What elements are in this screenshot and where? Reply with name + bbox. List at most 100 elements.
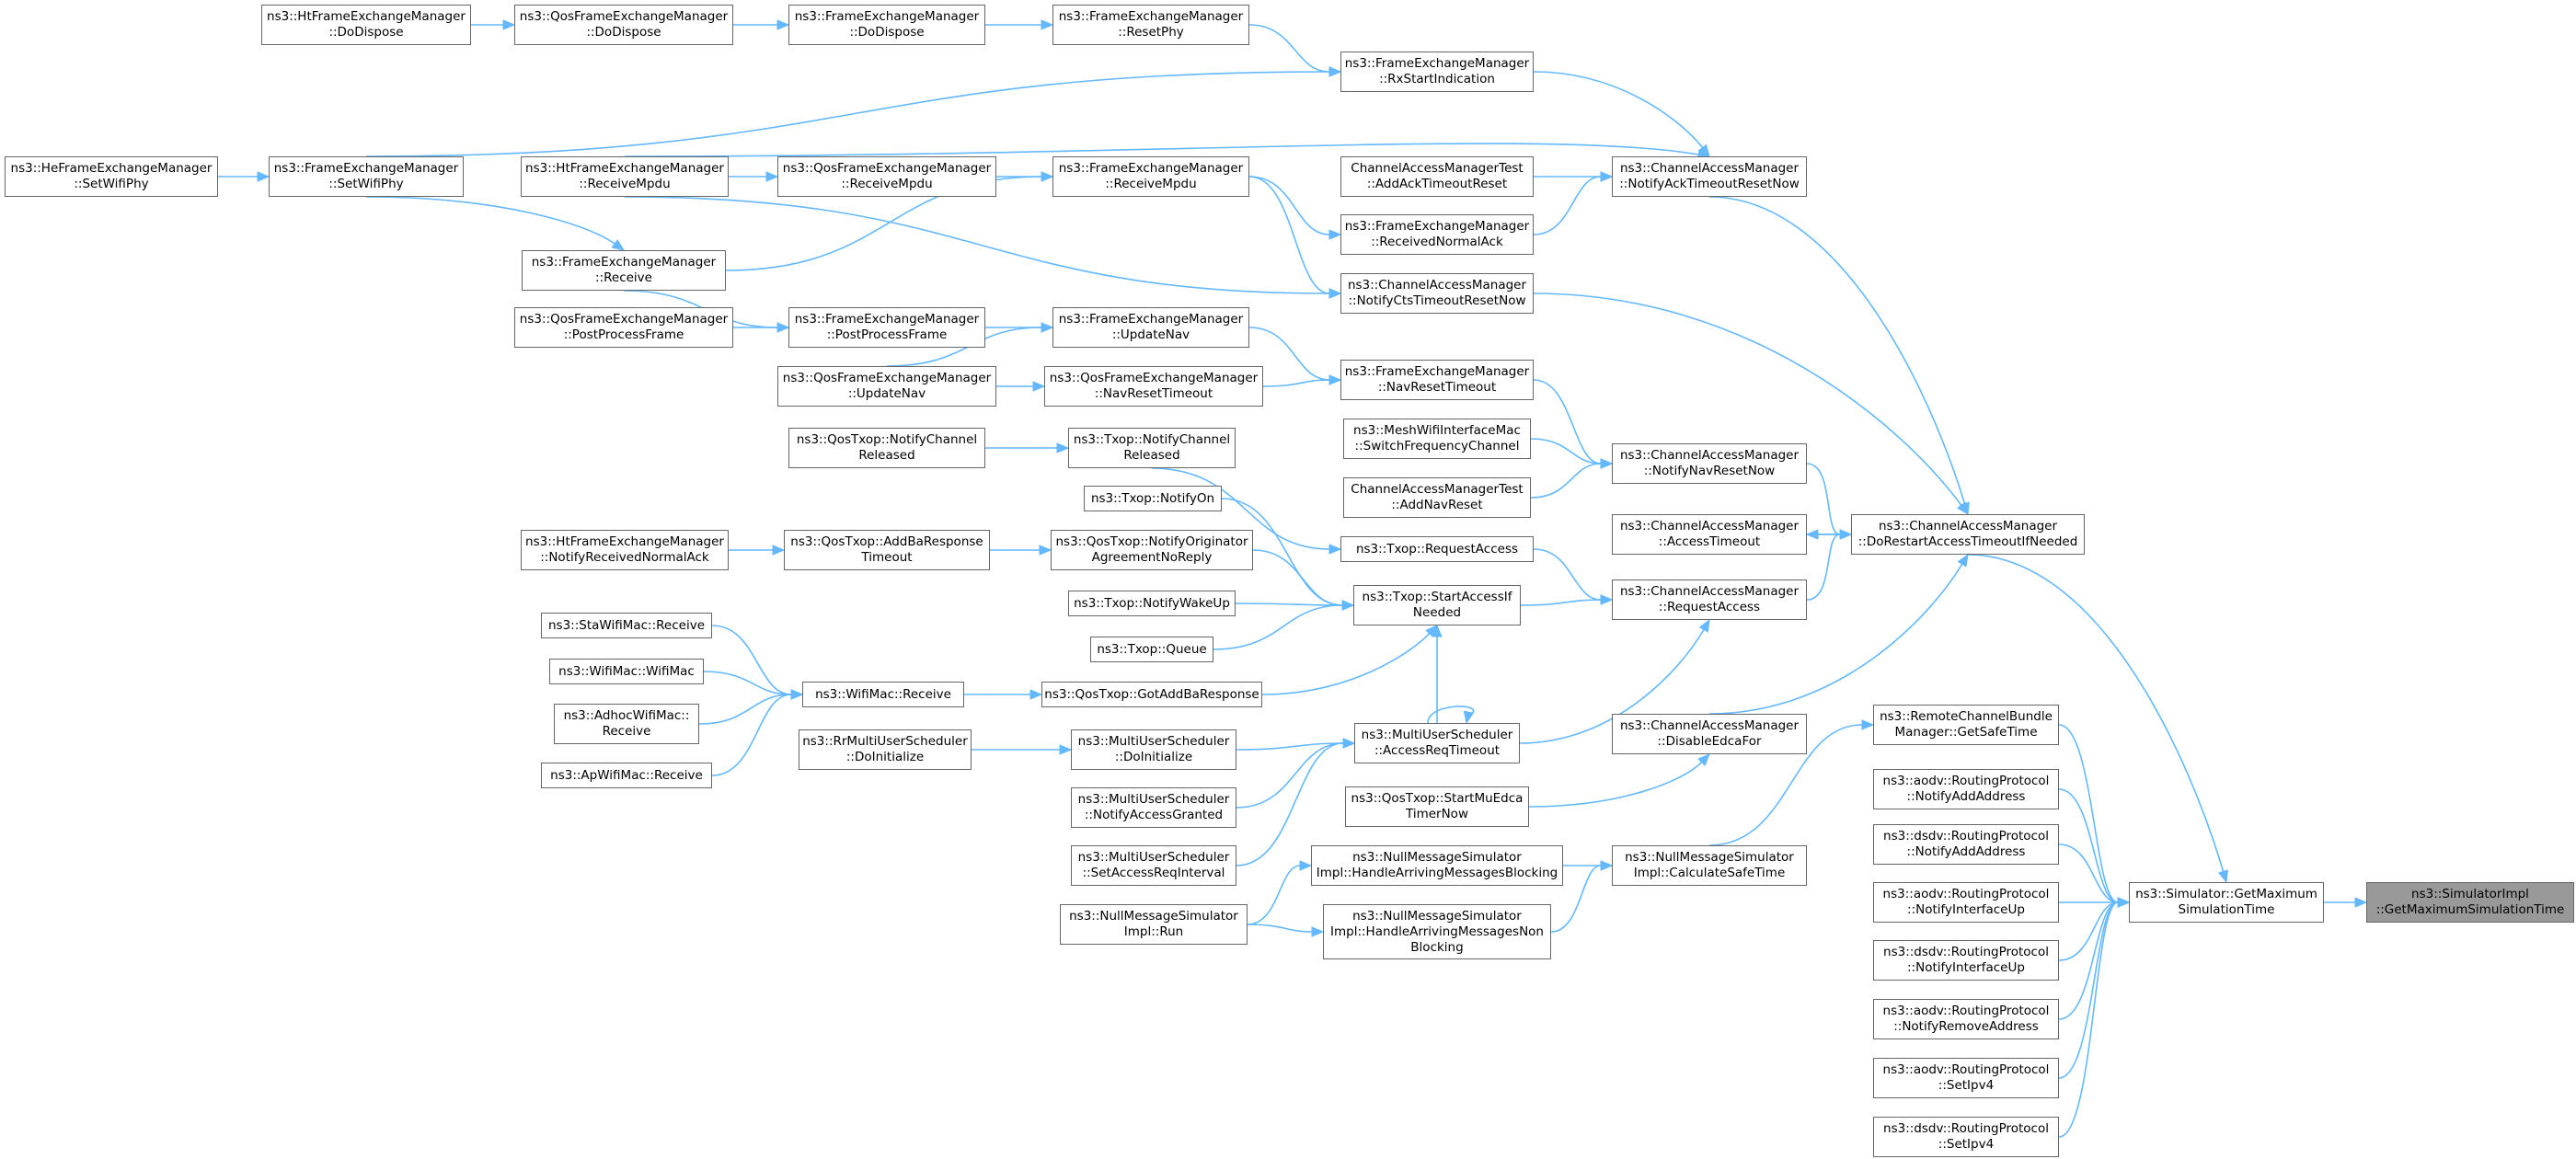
node-fem-recvnormalack[interactable]: ns3::FrameExchangeManager::ReceivedNorma… [1340, 214, 1534, 255]
node-htfem-notifyrecvack[interactable]: ns3::HtFrameExchangeManager::NotifyRecei… [521, 530, 729, 570]
node-fem-dodispose[interactable]: ns3::FrameExchangeManager::DoDispose [788, 5, 985, 45]
node-fem-postprocess[interactable]: ns3::FrameExchangeManager::PostProcessFr… [788, 307, 985, 348]
node-fem-setwifiphy[interactable]: ns3::FrameExchangeManager::SetWifiPhy [269, 156, 464, 197]
node-label-line: ::NotifyCtsTimeoutResetNow [1348, 293, 1526, 308]
node-label-line: ns3::aodv::RoutingProtocol [1882, 1004, 2050, 1018]
node-mus-setaccessreq[interactable]: ns3::MultiUserScheduler::SetAccessReqInt… [1071, 845, 1236, 886]
edge-aodv-remove-to-sim-getmax [2058, 901, 2119, 1020]
node-label-line: ::RxStartIndication [1379, 72, 1495, 86]
node-camtest-addack[interactable]: ChannelAccessManagerTest::AddAckTimeoutR… [1340, 156, 1534, 197]
node-dsdv-ifup[interactable]: ns3::dsdv::RoutingProtocol::NotifyInterf… [1873, 940, 2059, 981]
node-fem-updatenav[interactable]: ns3::FrameExchangeManager::UpdateNav [1052, 307, 1249, 348]
edge-arrowhead [1957, 553, 1969, 568]
node-cam-disableedca[interactable]: ns3::ChannelAccessManager::DisableEdcaFo… [1612, 714, 1807, 754]
edge-dsdv-ifup-to-sim-getmax [2058, 901, 2119, 961]
node-mus-accessreq[interactable]: ns3::MultiUserScheduler::AccessReqTimeou… [1354, 723, 1520, 763]
node-aodv-notifyadd[interactable]: ns3::aodv::RoutingProtocol::NotifyAddAdd… [1873, 769, 2059, 809]
node-cam-notifycts[interactable]: ns3::ChannelAccessManager::NotifyCtsTime… [1340, 273, 1534, 314]
node-label-line: ns3::FrameExchangeManager [1058, 312, 1244, 327]
node-label-line: ns3::FrameExchangeManager [1344, 56, 1530, 71]
edge-nms-handlenonblocking-to-nms-calcsafe [1550, 865, 1602, 933]
node-label-line: ns3::ChannelAccessManager [1878, 519, 2058, 534]
edge-adhoc-receive-to-wifimac-receive [698, 694, 792, 725]
node-label-line: Released [858, 448, 915, 463]
node-qfem-dodispose[interactable]: ns3::QosFrameExchangeManager::DoDispose [514, 5, 733, 45]
node-label-line: ns3::HtFrameExchangeManager [267, 9, 466, 24]
node-label-line: ::NotifyAddAddress [1906, 789, 2026, 804]
node-aodv-ifup[interactable]: ns3::aodv::RoutingProtocol::NotifyInterf… [1873, 882, 2059, 923]
node-fem-rxstart[interactable]: ns3::FrameExchangeManager::RxStartIndica… [1340, 52, 1534, 92]
node-label-line: Released [1123, 448, 1180, 463]
node-qfem-updatenav[interactable]: ns3::QosFrameExchangeManager::UpdateNav [777, 366, 996, 407]
edge-arrowhead [772, 545, 786, 556]
node-fem-receive[interactable]: ns3::FrameExchangeManager::Receive [522, 250, 726, 291]
node-rrmus-doinit[interactable]: ns3::RrMultiUserScheduler::DoInitialize [799, 729, 972, 770]
edge-cam-notifynav-to-cam-dorestart [1806, 463, 1841, 535]
node-mus-doinit[interactable]: ns3::MultiUserScheduler::DoInitialize [1071, 729, 1236, 770]
node-label-line: ::ResetPhy [1118, 25, 1184, 40]
node-aodv-setipv4[interactable]: ns3::aodv::RoutingProtocol::SetIpv4 [1873, 1058, 2059, 1098]
edge-nms-calcsafe-to-rcb-getsafe [1708, 724, 1863, 846]
node-htfem-receivempdu[interactable]: ns3::HtFrameExchangeManager::ReceiveMpdu [521, 156, 729, 197]
node-label-line: ns3::ApWifiMac::Receive [550, 767, 703, 783]
edge-rcb-getsafe-to-sim-getmax [2058, 724, 2119, 903]
node-fem-receivempdu[interactable]: ns3::FrameExchangeManager::ReceiveMpdu [1052, 156, 1249, 197]
node-dsdv-setipv4[interactable]: ns3::dsdv::RoutingProtocol::SetIpv4 [1873, 1117, 2059, 1157]
node-sta-receive[interactable]: ns3::StaWifiMac::Receive [541, 613, 712, 638]
node-qostxop-gotaddba[interactable]: ns3::QosTxop::GotAddBaResponse [1041, 682, 1262, 707]
node-txop-wakeup[interactable]: ns3::Txop::NotifyWakeUp [1068, 591, 1236, 616]
node-wifimac-wifimac[interactable]: ns3::WifiMac::WifiMac [549, 659, 704, 684]
node-qfem-receivempdu[interactable]: ns3::QosFrameExchangeManager::ReceiveMpd… [777, 156, 996, 197]
node-label-line: ::UpdateNav [847, 386, 926, 401]
node-label-line: ::SetWifiPhy [74, 177, 149, 191]
node-camtest-addnav[interactable]: ChannelAccessManagerTest::AddNavReset [1343, 477, 1531, 518]
node-label-line: ns3::ChannelAccessManager [1619, 448, 1800, 463]
node-label-line: Impl::CalculateSafeTime [1633, 866, 1786, 880]
node-cam-requestaccess[interactable]: ns3::ChannelAccessManager::RequestAccess [1612, 580, 1807, 620]
edge-cam-requestaccess-to-cam-dorestart [1806, 534, 1841, 601]
node-aodv-remove[interactable]: ns3::aodv::RoutingProtocol::NotifyRemove… [1873, 999, 2059, 1039]
node-cam-accesstimeout[interactable]: ns3::ChannelAccessManager::AccessTimeout [1612, 514, 1807, 555]
node-cam-notifyack[interactable]: ns3::ChannelAccessManager::NotifyAckTime… [1612, 156, 1807, 197]
node-wifimac-receive[interactable]: ns3::WifiMac::Receive [802, 682, 964, 707]
edge-cam-notifycts-to-cam-dorestart [1533, 293, 1962, 506]
edge-qostxop-notifyorig-to-txop-startaccess [1252, 549, 1343, 606]
node-txop-requestaccess[interactable]: ns3::Txop::RequestAccess [1340, 536, 1534, 562]
node-label-line: ns3::HeFrameExchangeManager [10, 161, 213, 176]
node-cam-dorestart[interactable]: ns3::ChannelAccessManager::DoRestartAcce… [1851, 514, 2085, 555]
edge-fem-navreset-to-cam-notifynav [1533, 379, 1602, 465]
node-cam-notifynav[interactable]: ns3::ChannelAccessManager::NotifyNavRese… [1612, 443, 1807, 484]
node-fem-navreset[interactable]: ns3::FrameExchangeManager::NavResetTimeo… [1340, 360, 1534, 400]
edge-dsdv-setipv4-to-sim-getmax [2058, 901, 2119, 1138]
node-mesh-switch[interactable]: ns3::MeshWifiInterfaceMac::SwitchFrequen… [1343, 419, 1531, 459]
node-qfem-navreset[interactable]: ns3::QosFrameExchangeManager::NavResetTi… [1044, 366, 1263, 407]
node-adhoc-receive[interactable]: ns3::AdhocWifiMac::Receive [554, 704, 699, 744]
node-txop-notifyon[interactable]: ns3::Txop::NotifyOn [1084, 486, 1222, 511]
node-dsdv-notifyadd[interactable]: ns3::dsdv::RoutingProtocol::NotifyAddAdd… [1873, 824, 2059, 865]
edge-fem-receivempdu-to-fem-recvnormalack [1248, 176, 1330, 235]
node-hefem-setwifiphy[interactable]: ns3::HeFrameExchangeManager::SetWifiPhy [5, 156, 218, 197]
node-label-line: ::DoDispose [328, 25, 404, 40]
node-ap-receive[interactable]: ns3::ApWifiMac::Receive [541, 763, 712, 788]
node-fem-resetphy[interactable]: ns3::FrameExchangeManager::ResetPhy [1052, 5, 1249, 45]
node-qfem-postprocess[interactable]: ns3::QosFrameExchangeManager::PostProces… [514, 307, 733, 348]
edge-mesh-switch-to-cam-notifynav [1530, 438, 1602, 465]
node-txop-queue[interactable]: ns3::Txop::Queue [1090, 637, 1213, 662]
node-label-line: ::DoDispose [586, 25, 661, 40]
node-htfem-dodispose[interactable]: ns3::HtFrameExchangeManager::DoDispose [261, 5, 471, 45]
edge-arrowhead [1328, 544, 1342, 555]
node-mus-notifygranted[interactable]: ns3::MultiUserScheduler::NotifyAccessGra… [1071, 787, 1236, 828]
node-label-line: ::AccessReqTimeout [1374, 743, 1501, 758]
